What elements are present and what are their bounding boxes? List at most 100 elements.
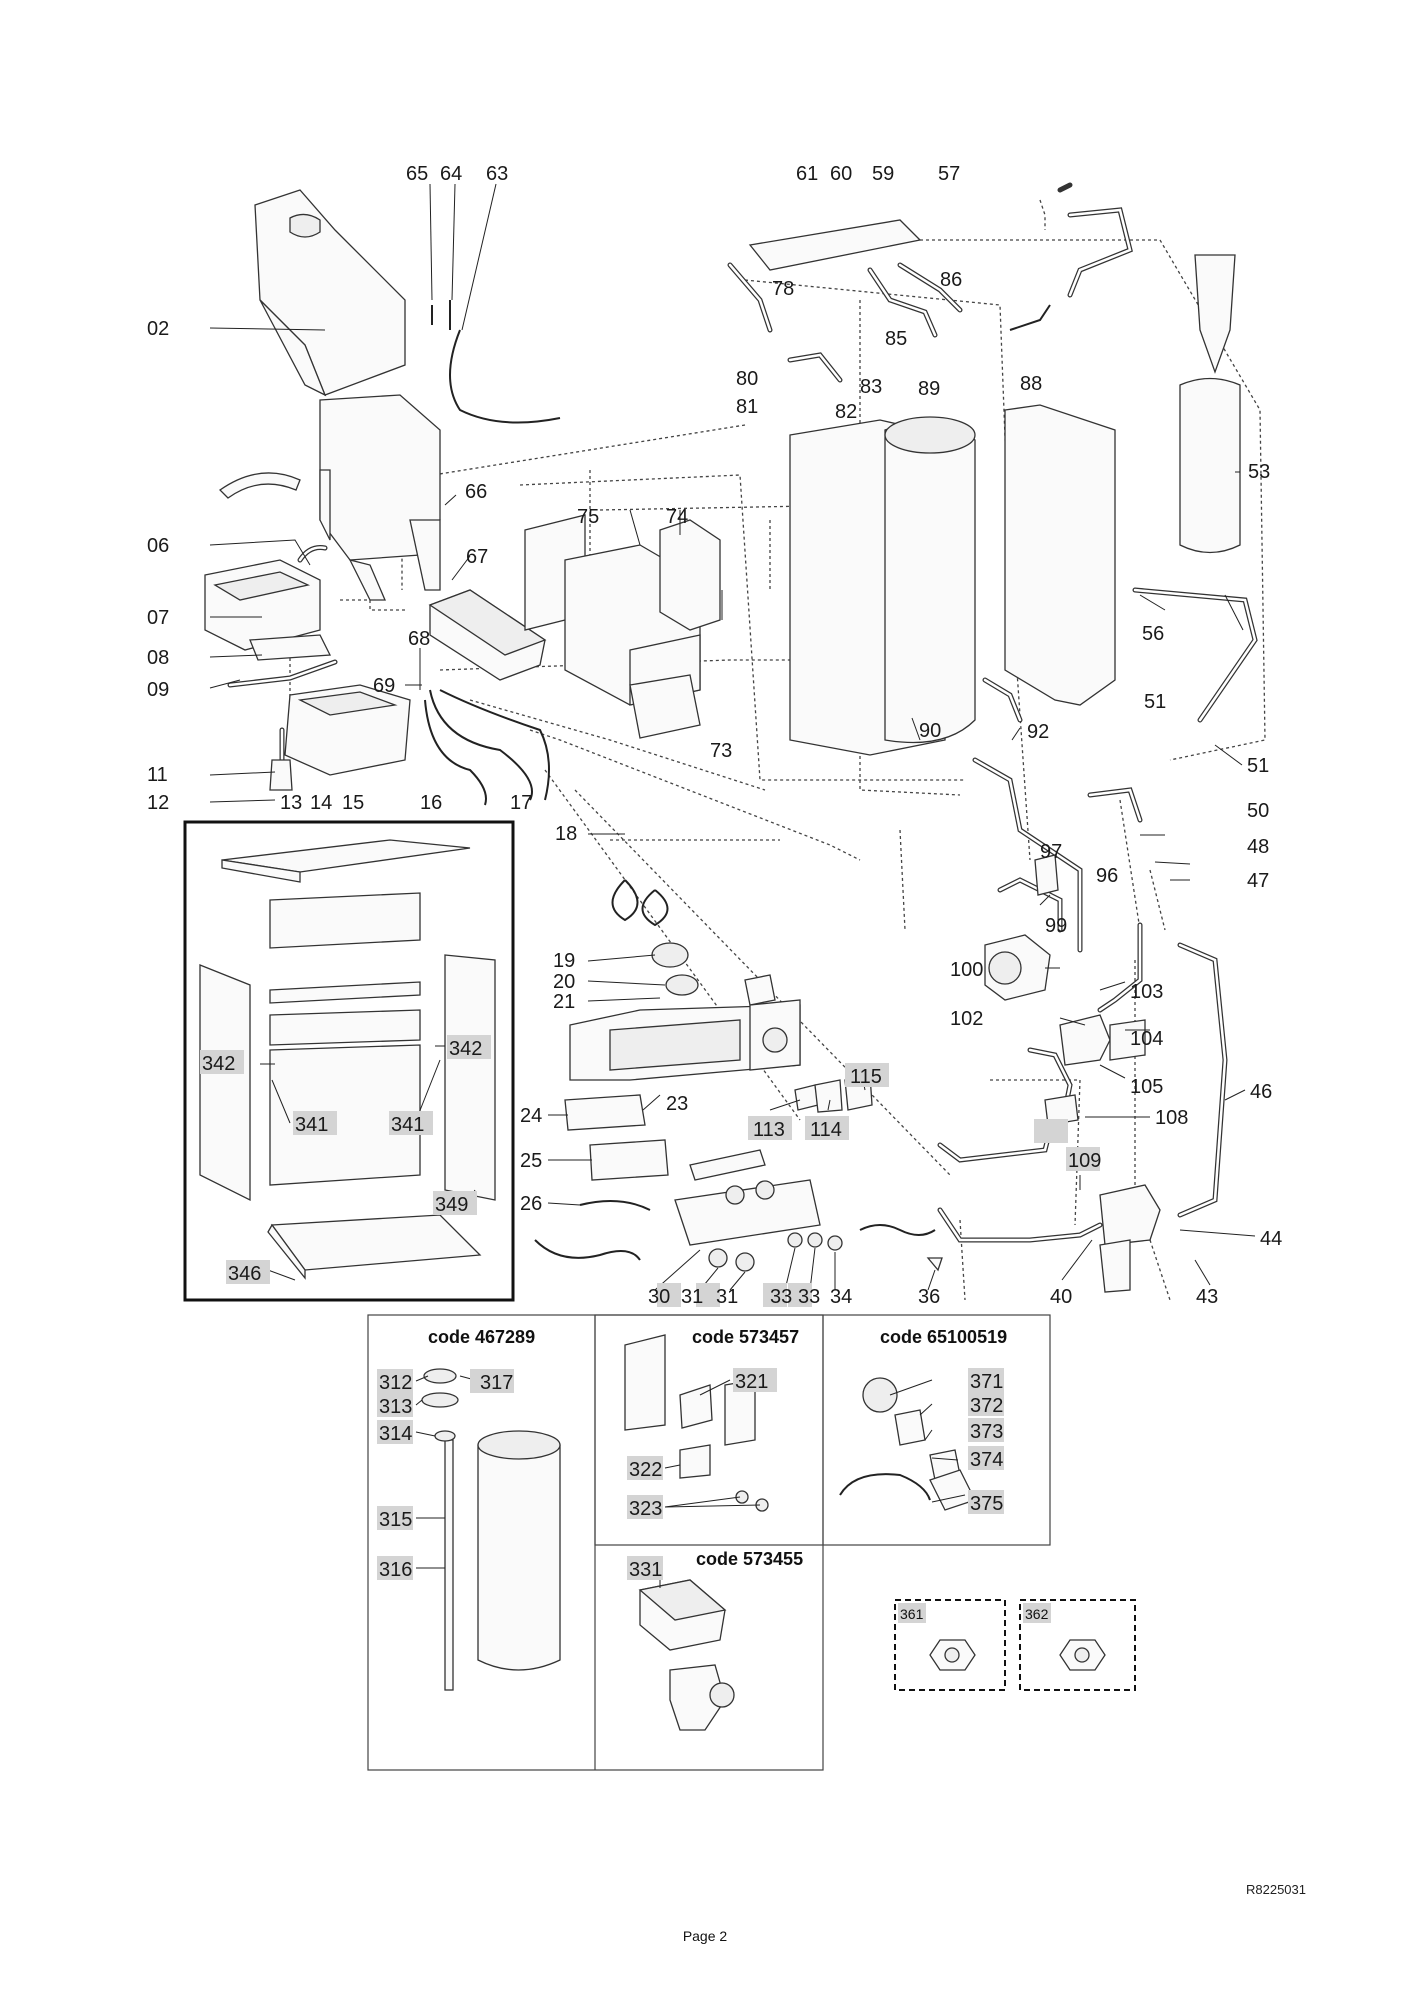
part-label-30: 30 bbox=[648, 1286, 670, 1308]
part-label-02: 02 bbox=[147, 318, 169, 340]
part-label-342-b: 342 bbox=[449, 1038, 482, 1060]
electrode-wires-63-64-65 bbox=[429, 183, 561, 424]
burner-15 bbox=[227, 659, 411, 791]
part-label-85: 85 bbox=[885, 328, 907, 350]
pump-100 bbox=[984, 854, 1059, 1001]
part-label-99: 99 bbox=[1045, 915, 1067, 937]
storage-tank-90 bbox=[789, 404, 1116, 756]
part-label-15: 15 bbox=[342, 792, 364, 814]
label-highlights bbox=[200, 1035, 1100, 1623]
part-number-labels: 65 64 63 61 60 59 57 02 86 78 85 80 83 8… bbox=[147, 163, 1282, 1308]
kit-title-573457: code 573457 bbox=[692, 1327, 799, 1347]
cables-16-17 bbox=[424, 689, 550, 806]
part-label-17: 17 bbox=[510, 792, 532, 814]
part-label-18: 18 bbox=[555, 823, 577, 845]
part-label-81: 81 bbox=[736, 396, 758, 418]
part-label-20: 20 bbox=[553, 971, 575, 993]
part-label-14: 14 bbox=[310, 792, 332, 814]
part-label-50: 50 bbox=[1247, 800, 1269, 822]
part-label-69: 69 bbox=[373, 675, 395, 697]
part-label-19: 19 bbox=[553, 950, 575, 972]
part-label-113: 113 bbox=[753, 1119, 785, 1141]
part-label-51-top: 51 bbox=[1144, 691, 1166, 713]
part-label-90: 90 bbox=[919, 720, 941, 742]
kit-573457-drawing bbox=[624, 1334, 769, 1512]
part-label-92: 92 bbox=[1027, 721, 1049, 743]
part-label-23: 23 bbox=[666, 1093, 688, 1115]
part-label-33-a: 33 bbox=[770, 1286, 792, 1308]
part-label-51-bottom: 51 bbox=[1247, 755, 1269, 777]
kit-title-65100519: code 65100519 bbox=[880, 1327, 1007, 1347]
part-label-48: 48 bbox=[1247, 836, 1269, 858]
part-label-97: 97 bbox=[1040, 841, 1062, 863]
part-label-06: 06 bbox=[147, 535, 169, 557]
part-label-53: 53 bbox=[1248, 461, 1270, 483]
gas-valve-40 bbox=[937, 1127, 1161, 1293]
kit-title-467289: code 467289 bbox=[428, 1327, 535, 1347]
part-label-59: 59 bbox=[872, 163, 894, 185]
part-label-103: 103 bbox=[1130, 981, 1163, 1003]
part-label-73: 73 bbox=[710, 740, 732, 762]
part-label-105: 105 bbox=[1130, 1076, 1163, 1098]
casing-panels-73-74-75 bbox=[524, 514, 721, 739]
kit-label-331: 331 bbox=[629, 1559, 662, 1581]
part-label-349: 349 bbox=[435, 1194, 468, 1216]
hydraulic-manifold bbox=[727, 207, 1133, 383]
part-label-341-a: 341 bbox=[295, 1114, 328, 1136]
ignition-coil-19 bbox=[611, 879, 699, 996]
part-label-36: 36 bbox=[918, 1286, 940, 1308]
kit-label-321: 321 bbox=[735, 1371, 768, 1393]
kit-label-313: 313 bbox=[379, 1396, 412, 1418]
part-label-88: 88 bbox=[1020, 373, 1042, 395]
part-label-346: 346 bbox=[228, 1263, 261, 1285]
part-label-08: 08 bbox=[147, 647, 169, 669]
kit-label-317: 317 bbox=[480, 1372, 513, 1394]
part-label-57: 57 bbox=[938, 163, 960, 185]
part-label-34: 34 bbox=[830, 1286, 852, 1308]
part-label-114: 114 bbox=[810, 1119, 842, 1141]
part-label-108: 108 bbox=[1155, 1107, 1188, 1129]
part-label-96: 96 bbox=[1096, 865, 1118, 887]
part-label-80: 80 bbox=[736, 368, 758, 390]
connector-variant-drawings bbox=[929, 1639, 1106, 1671]
part-label-43: 43 bbox=[1196, 1286, 1218, 1308]
kit-label-375: 375 bbox=[970, 1493, 1003, 1515]
pcb-24-25 bbox=[534, 1094, 669, 1261]
part-label-78: 78 bbox=[772, 278, 794, 300]
kit-label-322: 322 bbox=[629, 1459, 662, 1481]
kit-label-314: 314 bbox=[379, 1423, 412, 1445]
kit-label-315: 315 bbox=[379, 1509, 412, 1531]
part-label-61: 61 bbox=[796, 163, 818, 185]
combustion-chamber bbox=[218, 394, 441, 601]
part-label-09: 09 bbox=[147, 679, 169, 701]
kit-label-312: 312 bbox=[379, 1372, 412, 1394]
part-label-342-a: 342 bbox=[202, 1053, 235, 1075]
part-label-341-b: 341 bbox=[391, 1114, 424, 1136]
kit-title-573455: code 573455 bbox=[696, 1549, 803, 1569]
part-label-67: 67 bbox=[466, 546, 488, 568]
part-label-68: 68 bbox=[408, 628, 430, 650]
part-label-07: 07 bbox=[147, 607, 169, 629]
part-label-31-a: 31 bbox=[681, 1286, 703, 1308]
kit-467289-drawing bbox=[421, 1368, 561, 1691]
kit-label-323: 323 bbox=[629, 1498, 662, 1520]
control-panel-30 bbox=[674, 1149, 943, 1272]
part-label-86: 86 bbox=[940, 269, 962, 291]
kit-part-labels: 312 313 314 315 316 317 321 322 323 371 … bbox=[379, 1371, 1049, 1622]
part-label-12: 12 bbox=[147, 792, 169, 814]
part-label-63: 63 bbox=[486, 163, 508, 185]
heat-exchanger-07 bbox=[204, 545, 332, 661]
right-pipework bbox=[972, 587, 1258, 1218]
part-label-115: 115 bbox=[850, 1066, 882, 1088]
part-label-13: 13 bbox=[280, 792, 302, 814]
variant-label-361: 361 bbox=[900, 1606, 924, 1622]
part-label-75: 75 bbox=[577, 506, 599, 528]
leader-lines bbox=[209, 471, 1256, 1588]
part-label-104: 104 bbox=[1130, 1028, 1163, 1050]
casing-kit-box bbox=[183, 820, 515, 1302]
part-label-102: 102 bbox=[950, 1008, 983, 1030]
kit-573455-drawing bbox=[638, 1579, 735, 1731]
part-label-56: 56 bbox=[1142, 623, 1164, 645]
kit-titles: code 467289 code 573457 code 65100519 co… bbox=[428, 1327, 1007, 1569]
part-label-100: 100 bbox=[950, 959, 983, 981]
